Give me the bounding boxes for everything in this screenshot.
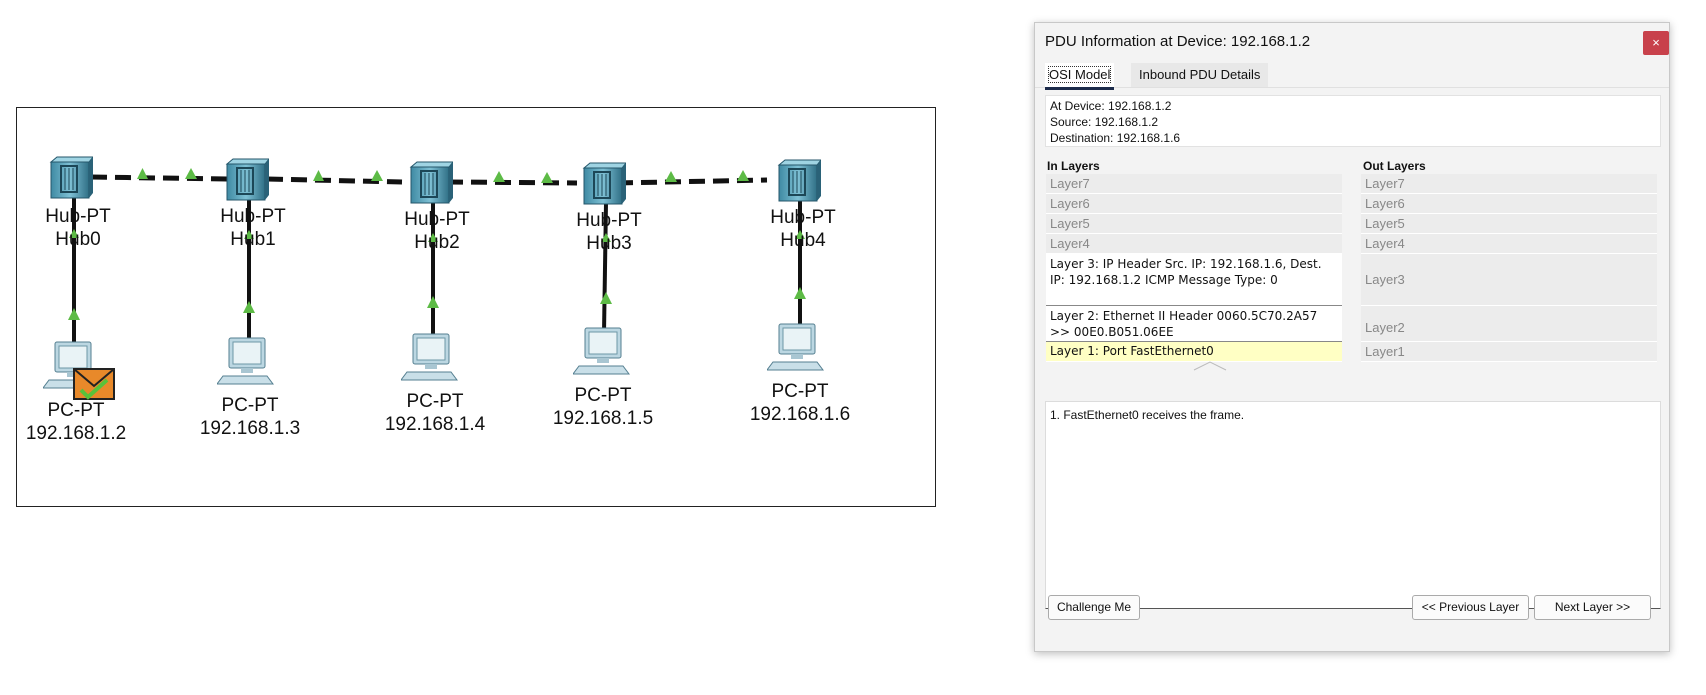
in-layer1[interactable]: Layer 1: Port FastEthernet0 xyxy=(1046,342,1342,362)
in-layers-header: In Layers xyxy=(1047,159,1100,173)
pc-icon[interactable] xyxy=(43,340,103,398)
pc-model: PC-PT xyxy=(47,400,105,421)
hub-name: Hub1 xyxy=(230,229,276,250)
envelope-check-icon[interactable] xyxy=(73,368,115,400)
close-button[interactable]: × xyxy=(1643,31,1669,55)
destination: Destination: 192.168.1.6 xyxy=(1050,131,1181,145)
hub-icon[interactable] xyxy=(580,162,626,206)
pc-label: PC-PT 192.168.1.4 xyxy=(385,390,485,436)
at-device: At Device: 192.168.1.2 xyxy=(1050,99,1172,113)
previous-layer-button[interactable]: << Previous Layer xyxy=(1412,595,1529,620)
hub-icon[interactable] xyxy=(407,161,453,205)
description-text: 1. FastEthernet0 receives the frame. xyxy=(1050,408,1245,422)
hub-model: Hub-PT xyxy=(770,207,836,228)
pc-ip: 192.168.1.3 xyxy=(199,418,301,439)
tab-inbound-pdu-details[interactable]: Inbound PDU Details xyxy=(1131,63,1269,87)
out-layer6[interactable]: Layer6 xyxy=(1361,194,1657,214)
pc-ip: 192.168.1.5 xyxy=(552,408,654,429)
out-layers-header: Out Layers xyxy=(1363,159,1426,173)
in-layers-list: Layer7 Layer6 Layer5 Layer4 Layer 3: IP … xyxy=(1046,174,1342,362)
hub-icon[interactable] xyxy=(775,159,821,203)
out-layer4[interactable]: Layer4 xyxy=(1361,234,1657,254)
osi-content: At Device: 192.168.1.2 Source: 192.168.1… xyxy=(1045,95,1661,147)
pc-model: PC-PT xyxy=(574,385,632,406)
hub-name: Hub4 xyxy=(780,230,826,251)
pc-icon[interactable] xyxy=(217,336,277,394)
pc-label: PC-PT 192.168.1.5 xyxy=(553,384,653,430)
link-up-indicators xyxy=(68,168,806,320)
pc-model: PC-PT xyxy=(406,391,464,412)
pc-model: PC-PT xyxy=(221,395,279,416)
challenge-me-button[interactable]: Challenge Me xyxy=(1048,595,1140,620)
hub-model: Hub-PT xyxy=(576,210,642,231)
pc-model: PC-PT xyxy=(771,381,829,402)
topology-links xyxy=(68,168,806,346)
source: Source: 192.168.1.2 xyxy=(1050,115,1159,129)
hub-model: Hub-PT xyxy=(45,206,111,227)
device-info: At Device: 192.168.1.2 Source: 192.168.1… xyxy=(1045,95,1661,147)
hub-name: Hub2 xyxy=(414,232,460,253)
hub-model: Hub-PT xyxy=(220,206,286,227)
out-layer7[interactable]: Layer7 xyxy=(1361,174,1657,194)
out-layer2[interactable]: Layer2 xyxy=(1361,306,1657,342)
out-layer1[interactable]: Layer1 xyxy=(1361,342,1657,362)
hub-label: Hub-PT Hub0 xyxy=(45,205,110,251)
tab-inbound-pdu-details-label: Inbound PDU Details xyxy=(1139,67,1261,82)
pc-label: PC-PT 192.168.1.3 xyxy=(200,394,300,440)
in-layer4[interactable]: Layer4 xyxy=(1046,234,1342,254)
hub-label: Hub-PT Hub3 xyxy=(576,209,641,255)
in-layer5[interactable]: Layer5 xyxy=(1046,214,1342,234)
out-layer3[interactable]: Layer3 xyxy=(1361,254,1657,306)
splitter-handle-icon[interactable] xyxy=(1193,361,1227,371)
pc-icon[interactable] xyxy=(767,322,827,380)
hub-label: Hub-PT Hub1 xyxy=(220,205,285,251)
pc-ip: 192.168.1.2 xyxy=(25,423,127,444)
hub-label: Hub-PT Hub4 xyxy=(770,206,835,252)
hub-name: Hub0 xyxy=(55,229,101,250)
pc-icon[interactable] xyxy=(573,326,633,384)
out-layers-list: Layer7 Layer6 Layer5 Layer4 Layer3 Layer… xyxy=(1361,174,1657,362)
pc-links xyxy=(72,198,802,346)
hub-model: Hub-PT xyxy=(404,209,470,230)
pc-ip: 192.168.1.6 xyxy=(749,404,851,425)
hub-icon[interactable] xyxy=(47,156,93,200)
tab-osi-model[interactable]: OSI Model xyxy=(1045,63,1115,90)
tab-bar: OSI Model Inbound PDU Details xyxy=(1035,63,1669,90)
out-layer5[interactable]: Layer5 xyxy=(1361,214,1657,234)
topology-canvas[interactable]: Hub-PT Hub0 Hub-PT Hub1 Hub-PT Hub2 Hub-… xyxy=(16,107,936,507)
in-layer2[interactable]: Layer 2: Ethernet II Header 0060.5C70.2A… xyxy=(1046,306,1342,342)
pdu-info-dialog: PDU Information at Device: 192.168.1.2 ×… xyxy=(1034,22,1670,652)
in-layer7[interactable]: Layer7 xyxy=(1046,174,1342,194)
hub-name: Hub3 xyxy=(586,233,632,254)
layer-description: 1. FastEthernet0 receives the frame. xyxy=(1045,401,1661,609)
pc-icon[interactable] xyxy=(401,332,461,390)
pc-ip: 192.168.1.4 xyxy=(384,414,486,435)
hub-label: Hub-PT Hub2 xyxy=(404,208,469,254)
in-layer6[interactable]: Layer6 xyxy=(1046,194,1342,214)
next-layer-button[interactable]: Next Layer >> xyxy=(1534,595,1651,620)
pc-label: PC-PT 192.168.1.2 xyxy=(26,399,126,445)
pc-label: PC-PT 192.168.1.6 xyxy=(750,380,850,426)
hub-icon[interactable] xyxy=(223,158,269,202)
dialog-title: PDU Information at Device: 192.168.1.2 xyxy=(1045,33,1311,50)
tab-osi-model-label: OSI Model xyxy=(1047,66,1112,83)
in-layer3[interactable]: Layer 3: IP Header Src. IP: 192.168.1.6,… xyxy=(1046,254,1342,306)
